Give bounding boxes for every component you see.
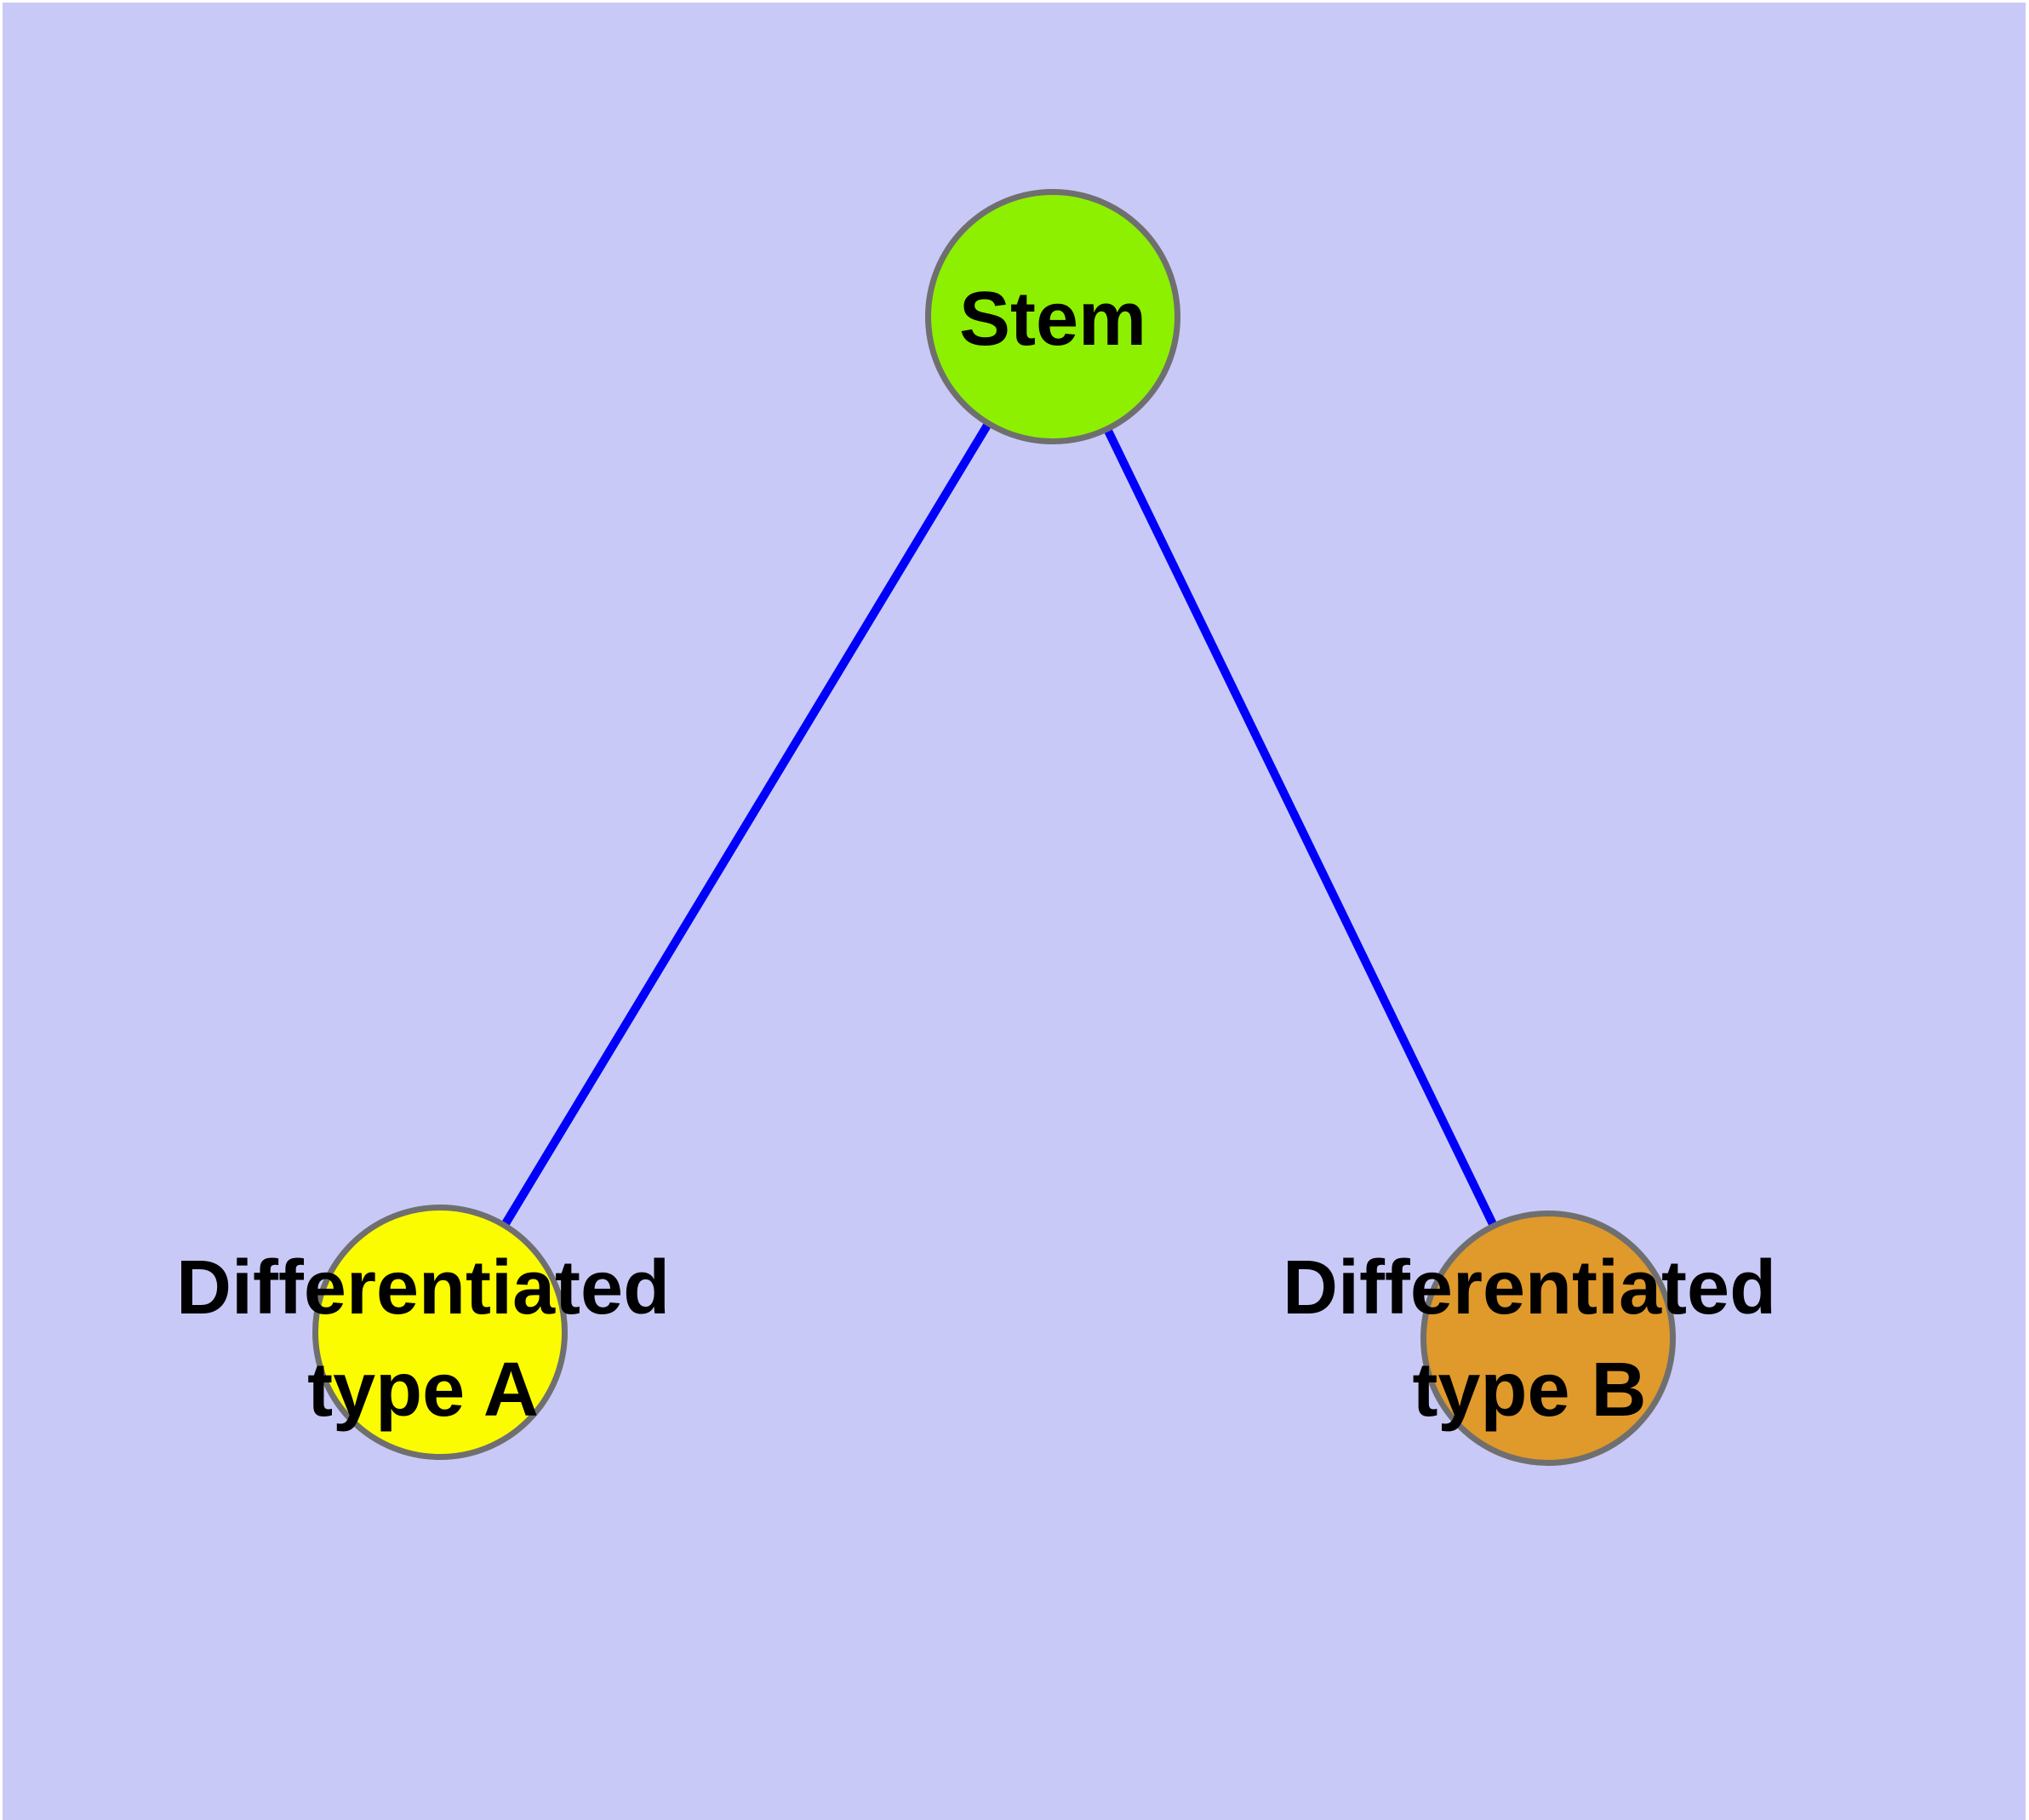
node-differentiated-type-a bbox=[312, 1205, 568, 1460]
edge-stem-to-type-a bbox=[436, 314, 1057, 1335]
node-stem-label: Stem bbox=[958, 277, 1147, 362]
graph-canvas: Stem Differentiated type A Differentiate… bbox=[3, 3, 2026, 1820]
node-stem bbox=[925, 189, 1180, 444]
edge-stem-to-type-b bbox=[1049, 314, 1552, 1341]
node-differentiated-type-b-label: Differentiated type B bbox=[1282, 1245, 1777, 1433]
node-differentiated-type-a-label: Differentiated type A bbox=[175, 1245, 671, 1433]
edge-layer bbox=[436, 314, 1552, 1341]
node-differentiated-type-b bbox=[1420, 1210, 1676, 1466]
